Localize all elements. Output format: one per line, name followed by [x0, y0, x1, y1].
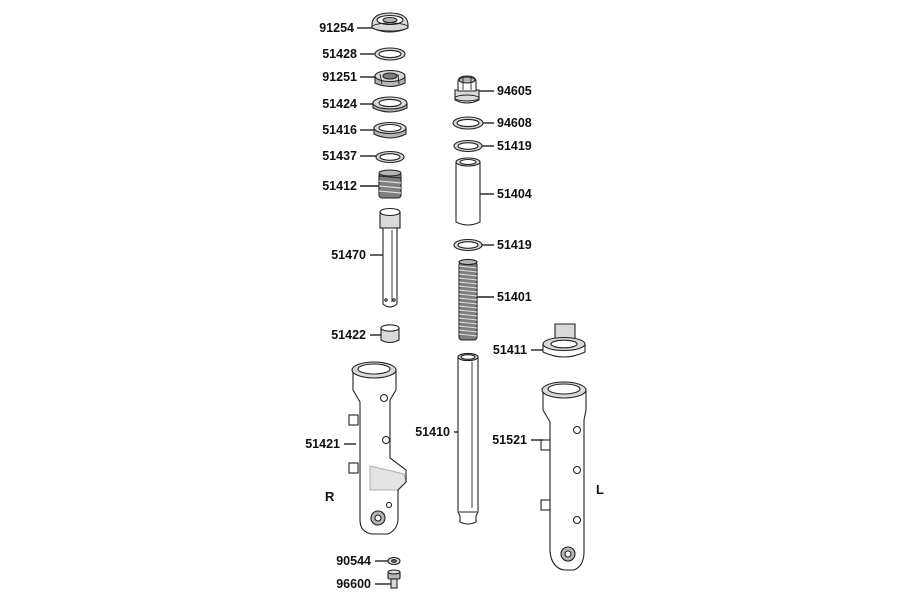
part-51419-upper-ring — [453, 139, 483, 153]
spring-coil — [458, 289, 478, 293]
part-51422-cone — [380, 324, 400, 344]
part-96600-bolt — [387, 569, 401, 589]
label-51470: 51470 — [331, 248, 366, 262]
spring-coil — [458, 269, 478, 273]
part-90544-washer — [387, 556, 401, 566]
spring-coil — [458, 273, 478, 277]
spring-coil — [458, 301, 478, 305]
label-51404: 51404 — [497, 187, 532, 201]
label-51521: 51521 — [492, 433, 527, 447]
spring-coil — [458, 333, 478, 337]
part-94605-plug — [454, 75, 480, 104]
spring-coil — [458, 293, 478, 297]
part-labels: 91254 51428 91251 51424 51416 51437 5141… — [305, 21, 604, 591]
part-51424-bushing — [372, 96, 408, 113]
part-51411-dust-seal — [542, 323, 586, 358]
part-51470-damper-rod — [379, 207, 401, 308]
part-51521-fork-leg — [540, 381, 587, 571]
label-51419-upper: 51419 — [497, 139, 532, 153]
spring-coil — [458, 265, 478, 269]
part-51437-ring — [375, 150, 405, 164]
label-94608: 94608 — [497, 116, 532, 130]
spring-coil — [458, 309, 478, 313]
spring-coil — [458, 305, 478, 309]
label-51437: 51437 — [322, 149, 357, 163]
label-51424: 51424 — [322, 97, 357, 111]
part-51428-ring — [374, 47, 406, 61]
label-51419-lower: 51419 — [497, 238, 532, 252]
leader-lines — [344, 27, 543, 585]
part-51421-fork-leg — [348, 361, 407, 535]
spring-coil — [458, 321, 478, 325]
spring-coil — [458, 329, 478, 333]
spring-coil — [458, 297, 478, 301]
label-91251: 91251 — [322, 70, 357, 84]
part-51419-lower-ring — [453, 238, 483, 252]
part-51412-spring — [378, 169, 402, 199]
part-91254-cap — [371, 12, 409, 33]
label-51412: 51412 — [322, 179, 357, 193]
part-94608-ring — [452, 116, 484, 130]
spring-coil — [458, 313, 478, 317]
label-51421: 51421 — [305, 437, 340, 451]
side-label-right: R — [325, 489, 335, 504]
part-51410-inner-tube — [457, 352, 479, 525]
label-94605: 94605 — [497, 84, 532, 98]
spring-coil — [458, 277, 478, 281]
label-51411: 51411 — [493, 343, 527, 357]
part-51404-spacer-tube — [455, 157, 481, 226]
label-96600: 96600 — [336, 577, 371, 591]
label-90544: 90544 — [336, 554, 371, 568]
part-51401-spring — [458, 258, 478, 341]
part-91251-nut — [374, 69, 406, 88]
label-51422: 51422 — [331, 328, 366, 342]
side-label-left: L — [596, 482, 604, 497]
label-51416: 51416 — [322, 123, 357, 137]
label-51401: 51401 — [497, 290, 532, 304]
spring-coil — [458, 325, 478, 329]
label-91254: 91254 — [319, 21, 354, 35]
label-51428: 51428 — [322, 47, 357, 61]
spring-coil — [458, 285, 478, 289]
spring-coil — [458, 317, 478, 321]
label-51410: 51410 — [415, 425, 450, 439]
part-51416-bushing — [373, 121, 407, 139]
spring-coil — [458, 281, 478, 285]
